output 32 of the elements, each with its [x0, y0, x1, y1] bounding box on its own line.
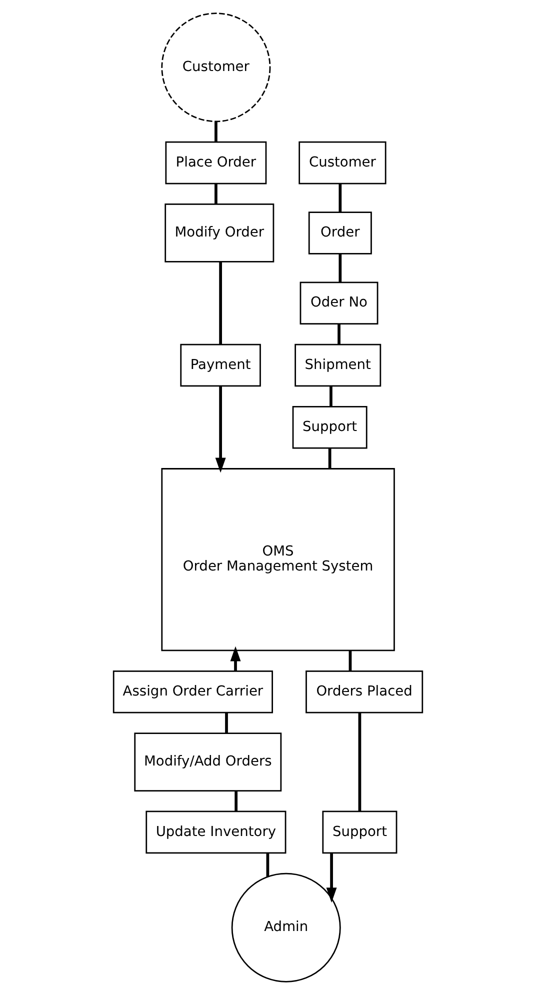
- connector: [234, 791, 238, 812]
- node-box: Oder No: [300, 282, 378, 325]
- connector: [225, 712, 228, 734]
- connector: [214, 122, 218, 142]
- node-box: Orders Placed: [306, 670, 424, 714]
- node-box: Assign Order Carrier: [112, 670, 273, 714]
- node-box: Modify Order: [164, 204, 274, 262]
- node-box: Support: [322, 810, 398, 854]
- arrow: [230, 646, 241, 671]
- node-circle: Customer: [161, 12, 271, 122]
- connector: [330, 386, 332, 406]
- node-box: Modify/Add Orders: [134, 732, 282, 792]
- arrow: [326, 852, 337, 903]
- arrow: [215, 386, 226, 473]
- node-box: Update Inventory: [146, 810, 286, 854]
- node-box: Support: [292, 406, 368, 449]
- connector: [348, 650, 352, 671]
- node-box: Shipment: [294, 344, 382, 387]
- connector: [219, 262, 222, 344]
- node-box: Customer: [298, 141, 386, 184]
- connector: [338, 324, 340, 344]
- node-box: Payment: [180, 344, 261, 387]
- node-box: Place Order: [165, 141, 267, 184]
- connector: [338, 184, 342, 212]
- node-circle: Admin: [231, 872, 341, 982]
- connector: [266, 852, 270, 877]
- connector: [328, 448, 332, 469]
- node-box: OMS Order Management System: [161, 468, 395, 652]
- node-box: Order: [308, 212, 372, 254]
- connector: [214, 184, 218, 204]
- connector: [358, 712, 362, 812]
- connector: [338, 254, 342, 282]
